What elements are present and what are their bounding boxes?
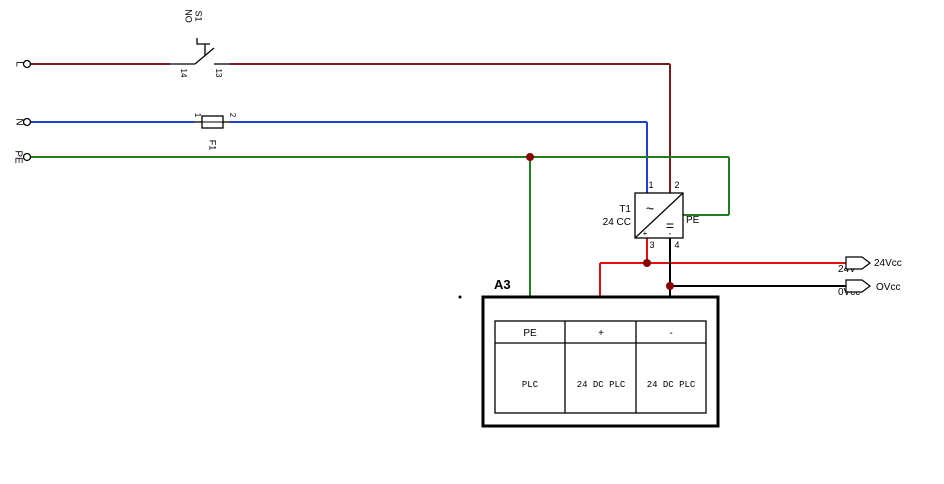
psu-plus: + [643, 229, 648, 238]
plc-col-header-minus: - [669, 328, 672, 339]
junction-plus [643, 259, 651, 267]
plc-col-header-pe: PE [523, 328, 537, 339]
stray-dot [458, 295, 462, 299]
plc-a3[interactable]: A3 PE + - PLC 24 DC PLC 24 DC PLC [481, 277, 720, 428]
fuse-pin-right: 2 [228, 113, 237, 118]
terminal-l: L [13, 59, 32, 69]
psu-pin-3: 3 [649, 240, 654, 250]
terminal-pe-circle [22, 152, 32, 162]
switch-pin-right: 13 [214, 69, 223, 78]
output-24v-arrow-icon [845, 256, 871, 270]
output-0v-arrow-icon [845, 279, 871, 293]
psu-minus: - [669, 229, 672, 238]
switch-actuator-icon [196, 38, 210, 56]
junction-pe [526, 153, 534, 161]
psu-pin-4: 4 [674, 240, 679, 250]
terminal-pe-label: PE [12, 150, 23, 164]
plc-col-body-minus: 24 DC PLC [647, 380, 696, 390]
terminal-pe: PE [12, 150, 32, 164]
plc-col-body-pe: PLC [522, 380, 539, 390]
switch-name: S1 [194, 10, 204, 21]
psu-dc-symbol: = [666, 218, 674, 234]
terminal-n-label: N [13, 118, 24, 125]
psu-ac-symbol: ~ [646, 201, 654, 217]
plc-name: A3 [494, 277, 511, 292]
plc-inner-table [494, 320, 707, 414]
plc-col-body-plus: 24 DC PLC [577, 380, 626, 390]
fuse-name: F1 [208, 140, 218, 151]
psu-pin-1: 1 [648, 180, 653, 190]
psu-pin-2: 2 [674, 180, 679, 190]
line-wire [31, 63, 671, 193]
junction-zero [666, 282, 674, 290]
output-0v-tag: OVcc [876, 282, 900, 293]
plc-col-header-plus: + [598, 328, 604, 339]
terminal-l-label: L [13, 61, 24, 67]
output-0v[interactable]: 0Vcc OVcc [838, 279, 900, 298]
fuse-f1[interactable]: 1 2 F1 [193, 113, 237, 150]
psu-code: 24 CC [603, 217, 631, 228]
psu-t1[interactable]: ~ = 1 2 3 4 + - PE T1 24 CC [603, 180, 700, 250]
pe-wire [31, 156, 730, 321]
psu-pe-label: PE [686, 215, 700, 226]
terminal-n-circle [22, 117, 32, 127]
output-24v[interactable]: 24V 24Vcc [838, 256, 902, 275]
switch-pin-left: 14 [179, 69, 188, 78]
switch-s1[interactable]: S1 NO 14 13 [170, 9, 230, 78]
psu-diagonal [634, 192, 684, 239]
psu-name: T1 [619, 204, 631, 215]
switch-type: NO [184, 9, 194, 23]
output-24v-tag: 24Vcc [874, 258, 902, 269]
terminal-l-circle [22, 59, 32, 69]
fuse-pin-left: 1 [193, 113, 202, 118]
terminal-n: N [13, 117, 32, 127]
